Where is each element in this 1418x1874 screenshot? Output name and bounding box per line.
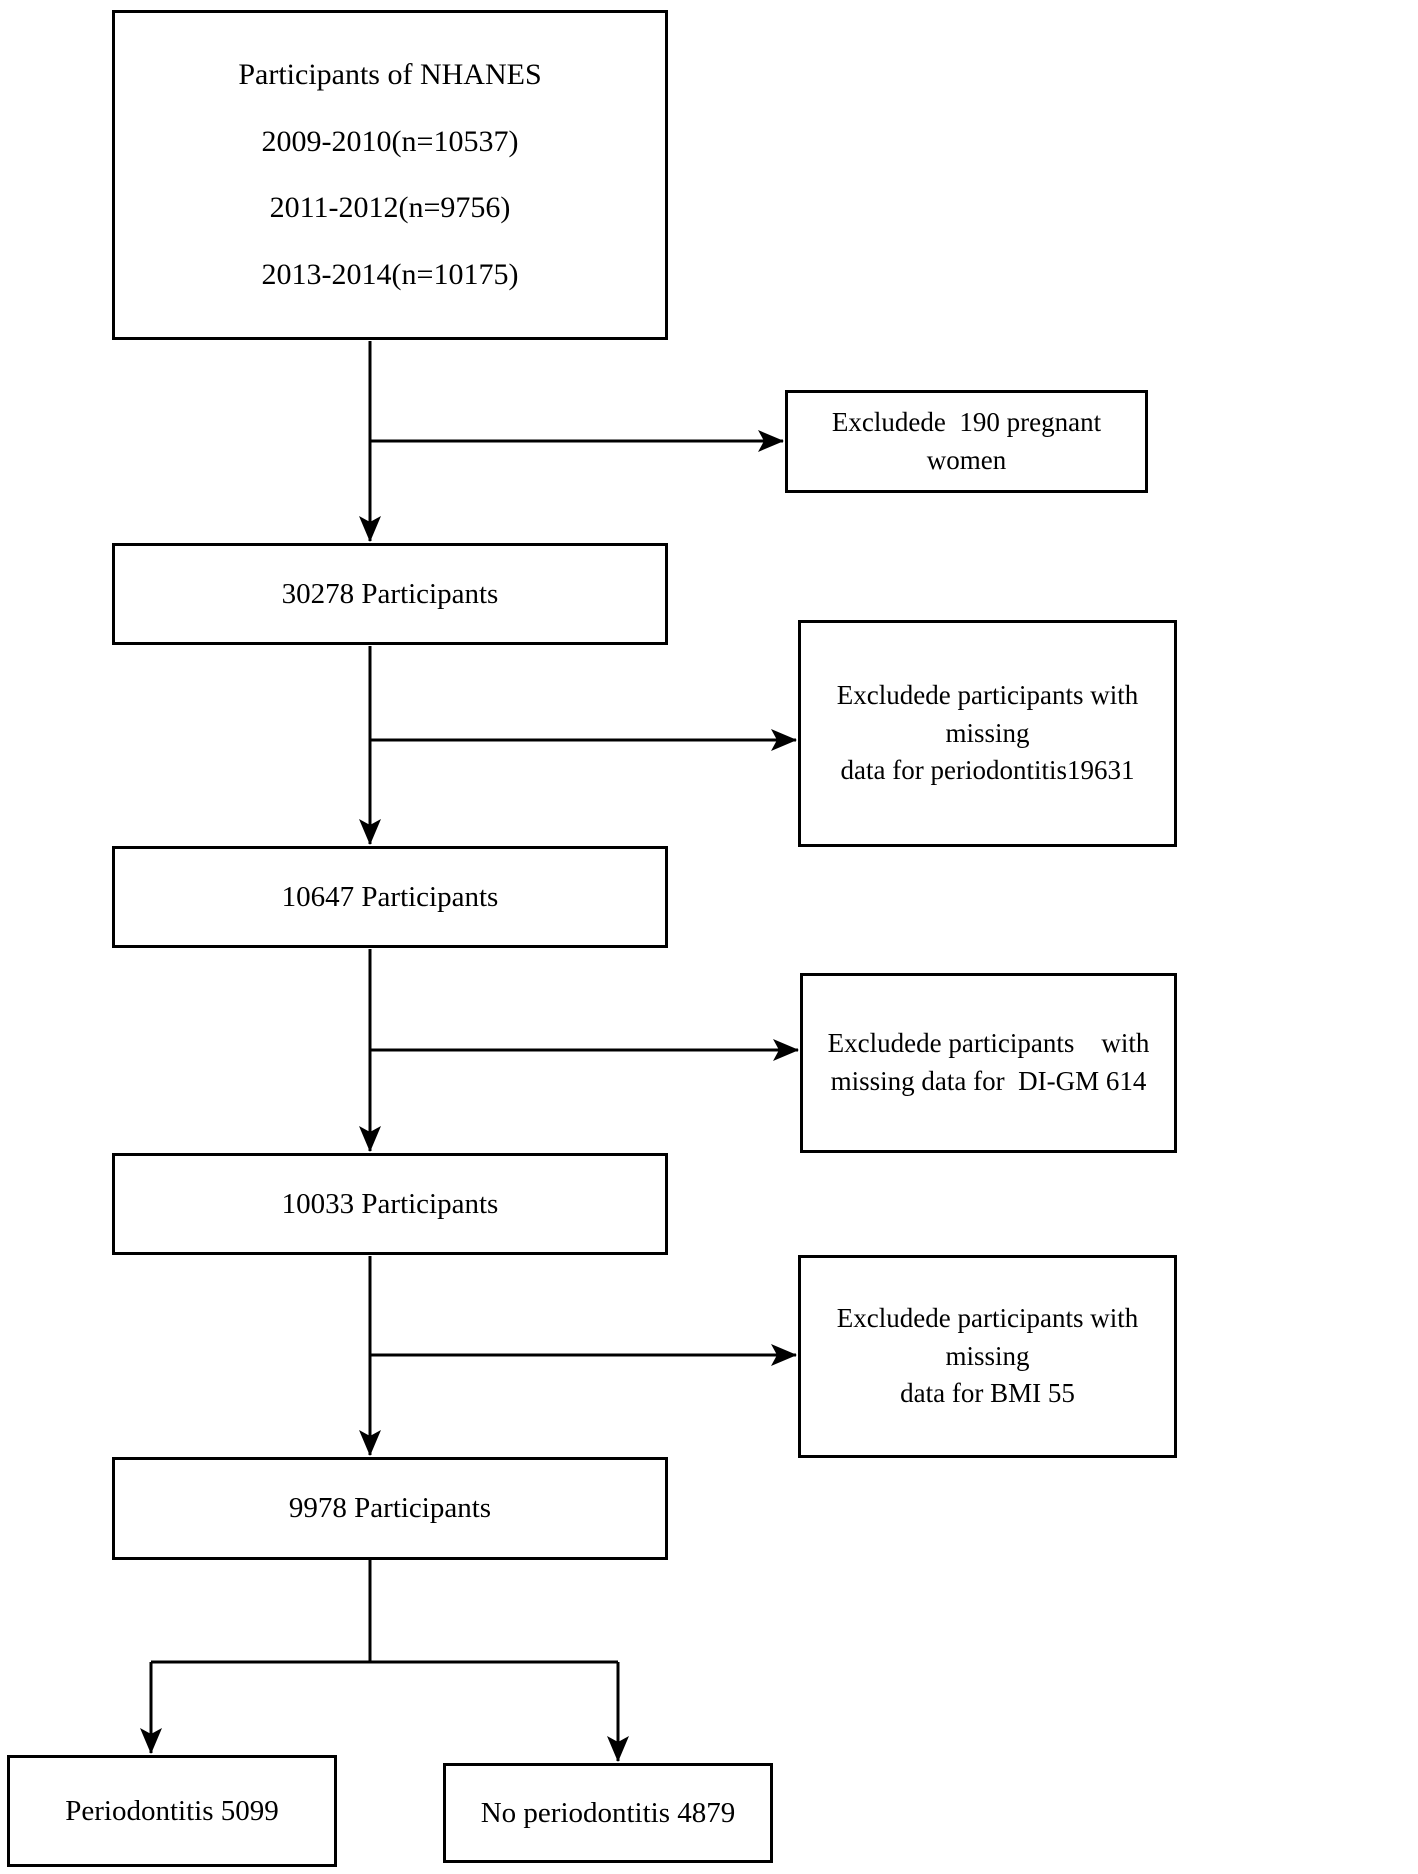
nhanes-title: Participants of NHANES [238, 57, 542, 91]
nhanes-cycle-2011-2012: 2011-2012(n=9756) [269, 191, 511, 225]
exclusion-text-line1: Excludede participants with [827, 1028, 1150, 1059]
exclusion-text: Excludede 190 pregnant women [831, 406, 1108, 475]
step-label: 10647 Participants [281, 880, 499, 913]
step-box-10647-participants: 10647 Participants [112, 846, 668, 948]
step-box-30278-participants: 30278 Participants [112, 543, 668, 645]
step-box-9978-participants: 9978 Participants [112, 1457, 668, 1560]
outcome-box-no-periodontitis: No periodontitis 4879 [443, 1763, 773, 1863]
exclusion-box-pregnant-women: Excludede 190 pregnant women [785, 390, 1148, 493]
step-label: 10033 Participants [281, 1187, 499, 1220]
outcome-label: No periodontitis 4879 [480, 1796, 736, 1829]
exclusion-text-line1: Excludede participants with missing [836, 1302, 1145, 1371]
exclusion-text-line2: data for BMI 55 [900, 1378, 1075, 1409]
step-label: 30278 Participants [281, 577, 499, 610]
step-label: 9978 Participants [288, 1492, 492, 1524]
outcome-label: Periodontitis 5099 [65, 1794, 279, 1827]
exclusion-box-missing-bmi: Excludede participants with missing data… [798, 1255, 1177, 1458]
exclusion-box-missing-digm: Excludede participants with missing data… [800, 973, 1177, 1153]
exclusion-text-line2: data for periodontitis19631 [840, 755, 1135, 786]
nhanes-cohort-box: Participants of NHANES 2009-2010(n=10537… [112, 10, 668, 340]
exclusion-text-line2: missing data for DI-GM 614 [830, 1066, 1147, 1096]
step-box-10033-participants: 10033 Participants [112, 1153, 668, 1255]
exclusion-box-missing-periodontitis: Excludede participants with missing data… [798, 620, 1177, 847]
outcome-box-periodontitis: Periodontitis 5099 [7, 1755, 337, 1867]
nhanes-cycle-2013-2014: 2013-2014(n=10175) [261, 258, 519, 292]
exclusion-text-line1: Excludede participants with missing [836, 679, 1145, 748]
nhanes-cycle-2009-2010: 2009-2010(n=10537) [261, 124, 519, 158]
